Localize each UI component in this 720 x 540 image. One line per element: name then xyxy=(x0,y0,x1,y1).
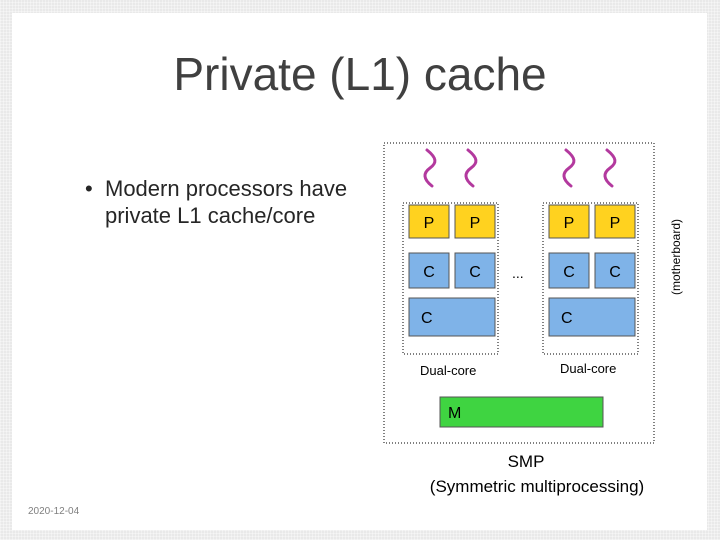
processor-label: P xyxy=(610,215,621,232)
memory-label: M xyxy=(448,405,461,422)
processor-box xyxy=(454,204,496,239)
private-cache-box xyxy=(548,252,590,289)
private-cache-label: C xyxy=(563,264,575,281)
memory-box xyxy=(439,396,604,428)
thread-icon xyxy=(423,148,437,188)
processor-box xyxy=(594,204,636,239)
chip-1: P P C C C xyxy=(402,202,499,355)
private-cache-box xyxy=(408,252,450,289)
private-cache-label: C xyxy=(423,264,435,281)
motherboard-boundary xyxy=(383,142,655,444)
shared-cache-label: C xyxy=(561,310,573,327)
smp-caption: SMP xyxy=(508,452,545,471)
chip-name-label: Dual-core xyxy=(420,363,476,378)
processor-label: P xyxy=(564,215,575,232)
thread-icons xyxy=(423,148,617,188)
shared-cache-box xyxy=(408,297,496,337)
processor-label: P xyxy=(424,215,435,232)
private-cache-label: C xyxy=(469,264,481,281)
private-cache-box xyxy=(454,252,496,289)
processor-box xyxy=(548,204,590,239)
slide-panel xyxy=(12,13,707,530)
chip-name-label: Dual-core xyxy=(560,361,616,376)
thread-icon xyxy=(603,148,617,188)
motherboard-label: (motherboard) xyxy=(669,219,683,295)
bullet-text: Modern processors have private L1 cache/… xyxy=(105,176,348,228)
footer-date: 2020-12-04 xyxy=(28,506,80,517)
processor-box xyxy=(408,204,450,239)
thread-icon xyxy=(562,148,576,188)
thread-icon xyxy=(464,148,478,188)
bullet-dot-icon: • xyxy=(85,176,93,201)
private-cache-box xyxy=(594,252,636,289)
smp-caption-expansion: (Symmetric multiprocessing) xyxy=(430,477,644,496)
private-cache-label: C xyxy=(609,264,621,281)
shared-cache-label: C xyxy=(421,310,433,327)
processor-label: P xyxy=(470,215,481,232)
slide-title: Private (L1) cache xyxy=(173,48,547,100)
chip-2: P P C C C xyxy=(542,202,639,355)
ellipsis: ... xyxy=(512,265,524,281)
shared-cache-box xyxy=(548,297,636,337)
